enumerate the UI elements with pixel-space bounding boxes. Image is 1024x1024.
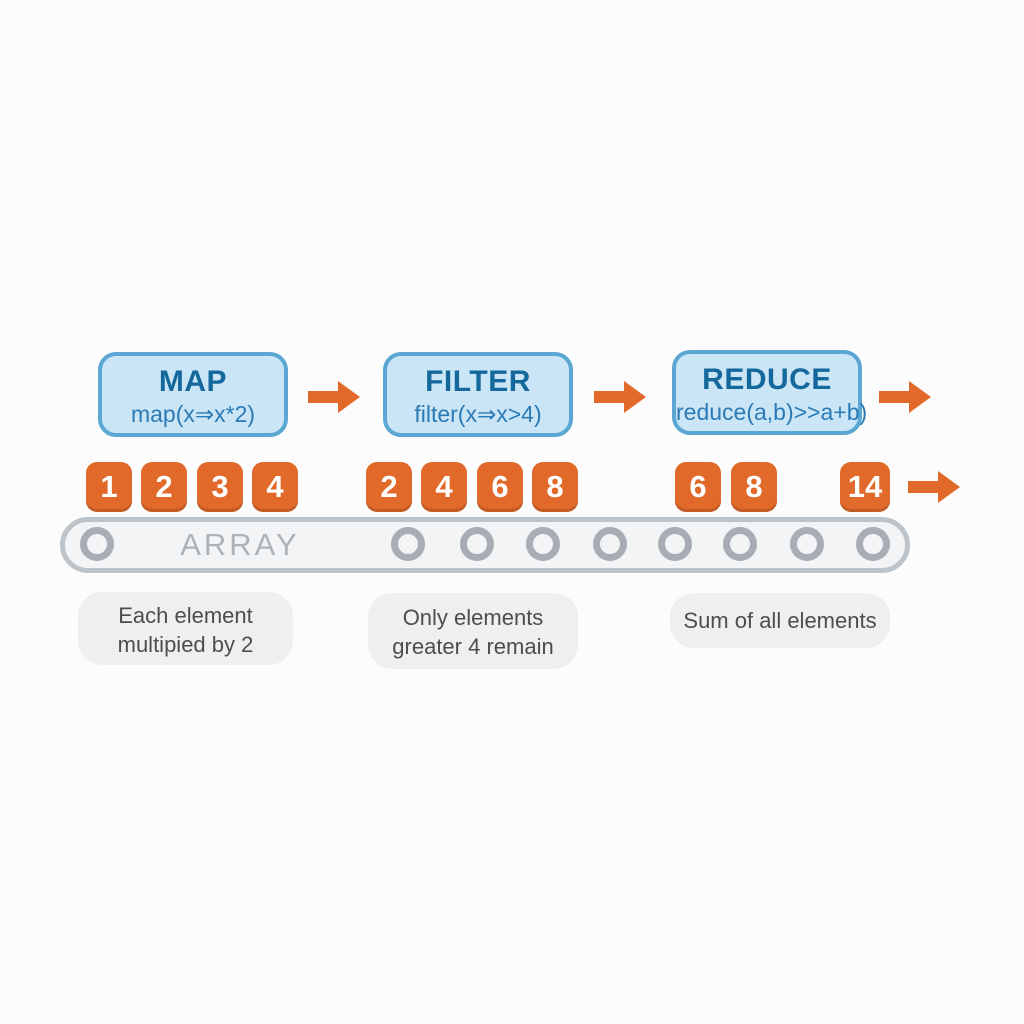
belt-hole-icon: [658, 527, 692, 561]
arrow-right-icon: [879, 381, 931, 413]
stage-box-filter: FILTER filter(x⇒x>4): [383, 352, 573, 437]
array-tile: 8: [532, 462, 578, 512]
caption-filter: Only elements greater 4 remain: [368, 593, 578, 669]
array-tile: 2: [366, 462, 412, 512]
belt-hole-icon: [723, 527, 757, 561]
arrow-right-icon: [594, 381, 646, 413]
belt-hole-icon: [790, 527, 824, 561]
stage-title-reduce: REDUCE: [702, 363, 832, 396]
array-tile: 1: [86, 462, 132, 512]
stage-title-filter: FILTER: [425, 365, 531, 398]
conveyor-belt: ARRAY: [60, 517, 910, 573]
array-tile: 2: [141, 462, 187, 512]
array-tile: 14: [840, 462, 890, 512]
array-tile: 4: [421, 462, 467, 512]
arrow-right-icon: [908, 471, 960, 503]
array-tile: 4: [252, 462, 298, 512]
belt-label: ARRAY: [180, 527, 300, 562]
stage-code-map: map(x⇒x*2): [130, 401, 256, 427]
belt-hole-icon: [526, 527, 560, 561]
belt-hole-icon: [593, 527, 627, 561]
caption-line: Only elements: [402, 605, 544, 630]
belt-hole-icon: [80, 527, 114, 561]
stage-code-filter: filter(x⇒x>4): [414, 401, 542, 427]
caption-line: multipied by 2: [117, 632, 254, 657]
caption-reduce: Sum of all elements: [670, 593, 890, 648]
array-tile: 6: [477, 462, 523, 512]
stage-box-reduce: REDUCE reduce(a,b)>>a+b): [672, 350, 868, 435]
array-tile: 3: [197, 462, 243, 512]
array-tile: 8: [731, 462, 777, 512]
belt-hole-icon: [856, 527, 890, 561]
belt-hole-icon: [391, 527, 425, 561]
array-tile: 6: [675, 462, 721, 512]
caption-line: greater 4 remain: [392, 634, 554, 659]
belt-hole-icon: [460, 527, 494, 561]
arrow-right-icon: [308, 381, 360, 413]
caption-line: Each element: [118, 603, 253, 628]
caption-map: Each element multipied by 2: [78, 592, 293, 665]
caption-line: Sum of all elements: [683, 608, 877, 633]
stage-title-map: MAP: [158, 365, 228, 398]
stage-box-map: MAP map(x⇒x*2): [98, 352, 288, 437]
stage-code-reduce: reduce(a,b)>>a+b): [676, 399, 868, 425]
